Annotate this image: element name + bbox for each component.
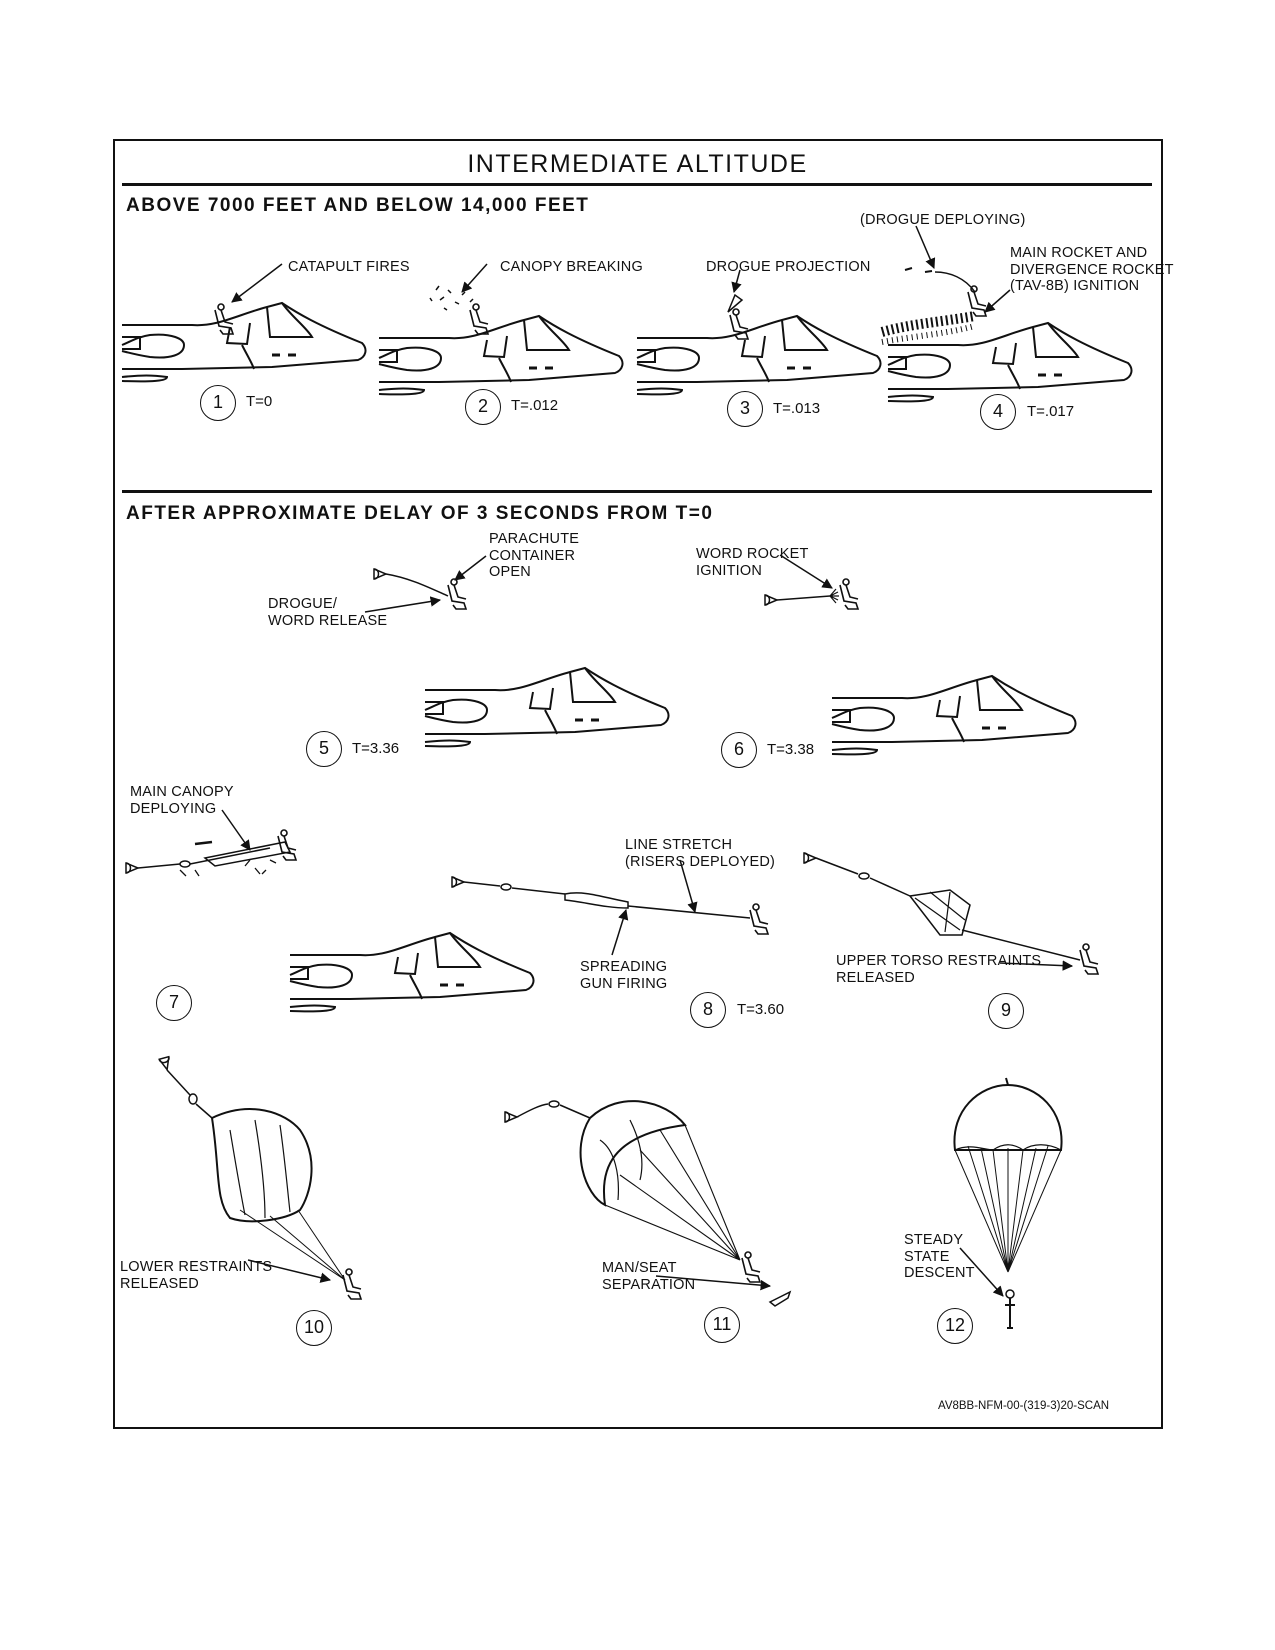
step-number-3: 3 (727, 391, 763, 427)
step-time-1: T=0 (246, 393, 273, 410)
label-catapult-fires: CATAPULT FIRES (288, 259, 410, 275)
jet-step-3 (635, 269, 882, 396)
section-divider (122, 490, 1152, 493)
label-steady-state: STEADY STATE DESCENT (904, 1232, 975, 1282)
step-number-4: 4 (980, 394, 1016, 430)
title-rule (122, 183, 1152, 186)
label-drogue-projection: DROGUE PROJECTION (706, 259, 871, 275)
label-parachute-container: PARACHUTE CONTAINER OPEN (489, 531, 580, 581)
label-drogue-deploying: (DROGUE DEPLOYING) (860, 212, 1026, 228)
ejection-step-5 (364, 555, 670, 748)
step-number-7: 7 (156, 985, 192, 1021)
step-number-10: 10 (296, 1310, 332, 1346)
label-spreading-gun: SPREADING GUN FIRING (580, 959, 668, 992)
step-number-8: 8 (690, 992, 726, 1028)
ejection-step-12 (953, 1077, 1063, 1329)
ejection-step-8 (451, 859, 769, 956)
step-number-5: 5 (306, 731, 342, 767)
ejection-step-6 (764, 554, 1077, 756)
ejection-step-11 (504, 1100, 792, 1307)
step-number-2: 2 (465, 389, 501, 425)
label-main-canopy: MAIN CANOPY DEPLOYING (130, 784, 234, 817)
label-drogue-word-release: DROGUE/ WORD RELEASE (268, 596, 388, 629)
step-time-6: T=3.38 (767, 741, 815, 758)
jet-step-1 (120, 263, 367, 383)
ejection-step-7 (125, 809, 535, 1013)
figure-id: AV8BB-NFM-00-(319-3)20-SCAN (938, 1400, 1110, 1412)
step-number-12: 12 (937, 1308, 973, 1344)
step-time-4: T=.017 (1027, 403, 1075, 420)
diagram-frame (113, 139, 1163, 1429)
label-word-rocket: WORD ROCKET IGNITION (696, 546, 809, 579)
jet-step-4 (880, 225, 1133, 403)
step-time-2: T=.012 (511, 397, 559, 414)
label-man-seat: MAN/SEAT SEPARATION (602, 1260, 696, 1293)
step-number-1: 1 (200, 385, 236, 421)
step-time-5: T=3.36 (352, 740, 400, 757)
step-time-3: T=.013 (773, 400, 821, 417)
section-1-heading: ABOVE 7000 FEET AND BELOW 14,000 FEET (126, 195, 590, 216)
jet-step-2 (377, 263, 624, 396)
step-time-8: T=3.60 (737, 1001, 785, 1018)
ejection-step-10 (158, 1055, 362, 1300)
label-line-stretch: LINE STRETCH (RISERS DEPLOYED) (625, 837, 776, 870)
page-title: INTERMEDIATE ALTITUDE (467, 150, 808, 178)
label-lower-restraints: LOWER RESTRAINTS RELEASED (120, 1259, 273, 1292)
ejection-step-9 (803, 852, 1099, 975)
section-2-heading: AFTER APPROXIMATE DELAY OF 3 SECONDS FRO… (126, 503, 714, 524)
label-canopy-breaking: CANOPY BREAKING (500, 259, 643, 275)
step-number-6: 6 (721, 732, 757, 768)
step-number-11: 11 (704, 1307, 740, 1343)
step-number-9: 9 (988, 993, 1024, 1029)
label-main-rocket: MAIN ROCKET AND DIVERGENCE ROCKET (TAV-8… (1010, 245, 1174, 295)
label-upper-torso: UPPER TORSO RESTRAINTS RELEASED (836, 953, 1042, 986)
